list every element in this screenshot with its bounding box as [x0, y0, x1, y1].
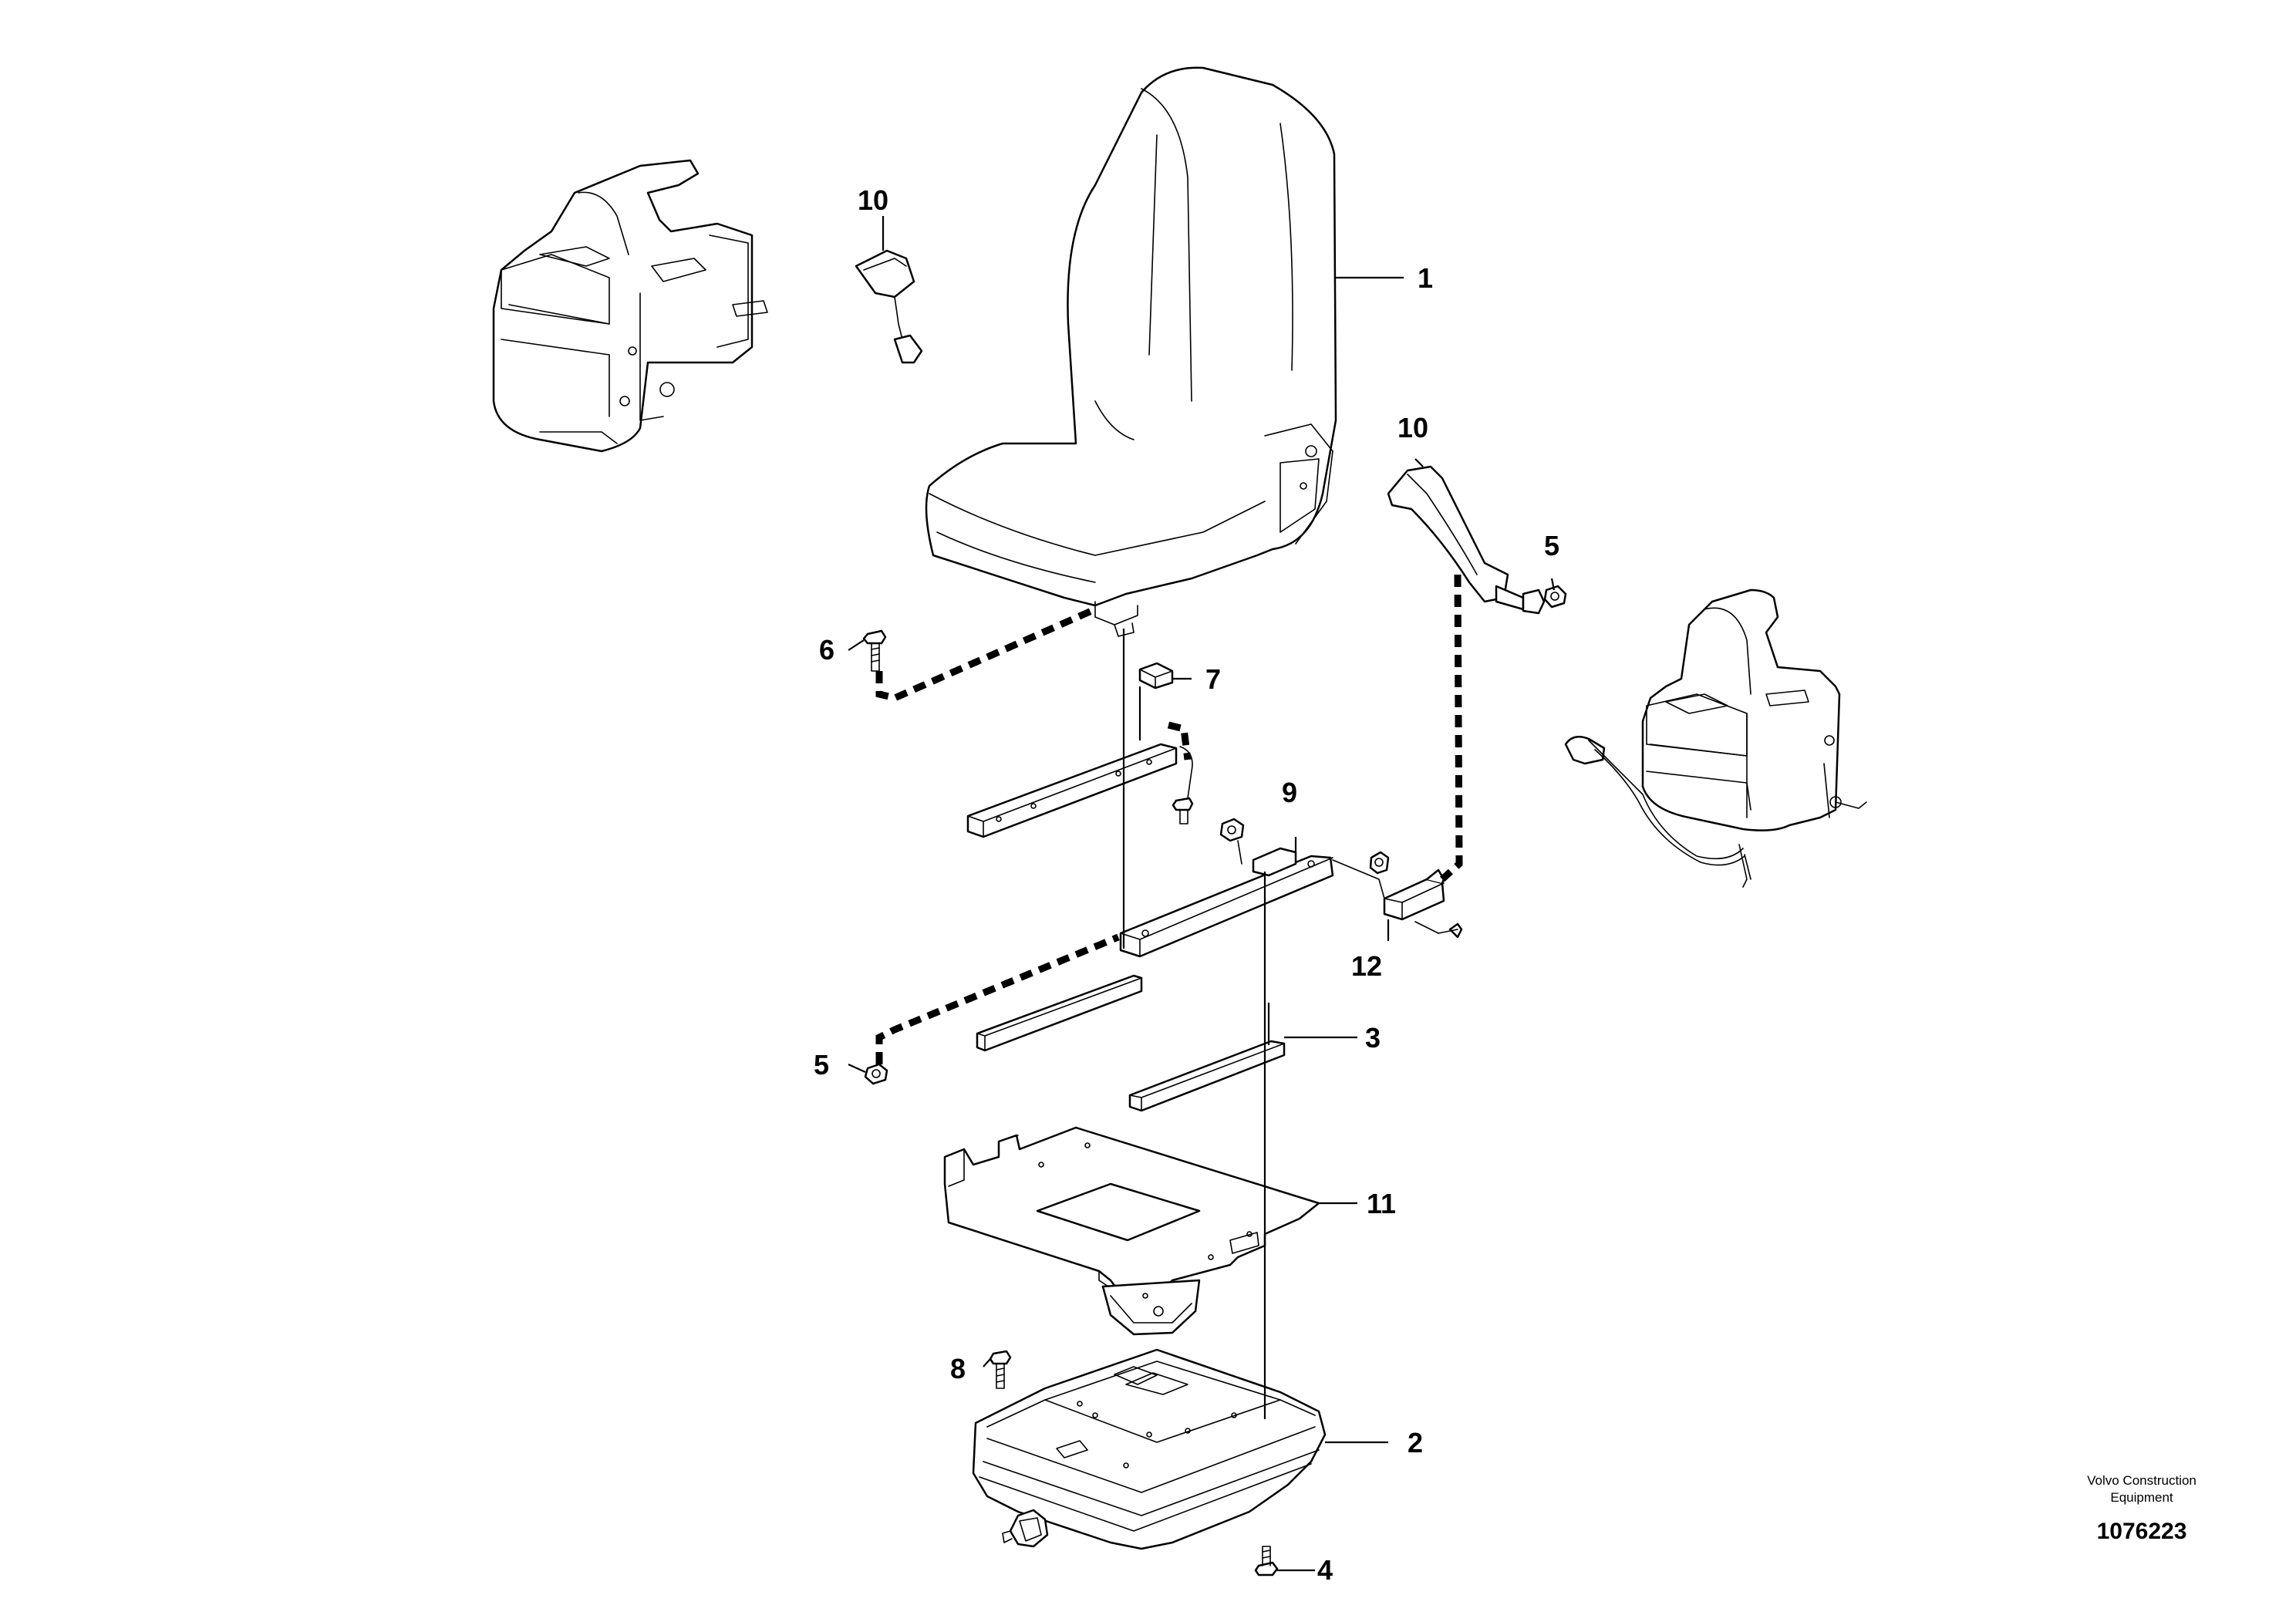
assembly-lines	[875, 574, 1463, 1419]
company-name-line1: Volvo Construction	[2087, 1473, 2197, 1488]
nut-9	[1219, 818, 1245, 865]
operator-seat	[925, 66, 1337, 637]
callout-8: 8	[950, 1353, 966, 1384]
suspension-base-2	[972, 1348, 1327, 1550]
clip-7	[1138, 662, 1174, 690]
screw-8	[989, 1350, 1012, 1389]
lower-rail-3	[1128, 1040, 1286, 1112]
nut-5-upper	[1543, 585, 1567, 609]
upper-rail	[966, 743, 1178, 838]
lower-rail-left	[976, 974, 1143, 1052]
document-number: 1076223	[2097, 1519, 2187, 1544]
footer: Volvo Construction Equipment 1076223	[2087, 1473, 2197, 1544]
nut-5-lower	[864, 1063, 888, 1085]
callout-5-lower: 5	[814, 1049, 829, 1081]
callout-11: 11	[1367, 1188, 1396, 1219]
callout-10-right: 10	[1397, 412, 1428, 443]
right-control-console	[1564, 588, 1867, 888]
callout-12: 12	[1351, 950, 1382, 982]
screw-4	[1254, 1546, 1279, 1576]
seat-belt-strap	[1387, 465, 1546, 615]
slide-rail-9	[1119, 847, 1334, 958]
callout-labels: 1 2 3 4 5 5 6 7 8 9 10 10 11 12	[814, 184, 1559, 1586]
callout-6: 6	[819, 634, 834, 666]
callout-2: 2	[1408, 1427, 1423, 1458]
callout-4: 4	[1317, 1554, 1333, 1586]
callout-10-left: 10	[858, 184, 888, 216]
callout-9: 9	[1282, 777, 1297, 808]
company-name-line2: Equipment	[2110, 1490, 2173, 1505]
left-control-console	[492, 159, 768, 453]
adjustment-knob	[1002, 1509, 1049, 1548]
callout-leaders	[848, 216, 1556, 1572]
seat-belt-buckle	[855, 249, 923, 364]
bracket-12	[1332, 851, 1445, 921]
screw-12	[1414, 921, 1463, 939]
screw-6	[862, 629, 887, 672]
callout-5-upper: 5	[1544, 530, 1559, 561]
bolt-rail	[1172, 746, 1194, 824]
callout-7: 7	[1205, 663, 1221, 695]
callout-3: 3	[1365, 1022, 1381, 1054]
callout-1: 1	[1418, 262, 1433, 294]
mounting-plate-11	[943, 1126, 1320, 1336]
